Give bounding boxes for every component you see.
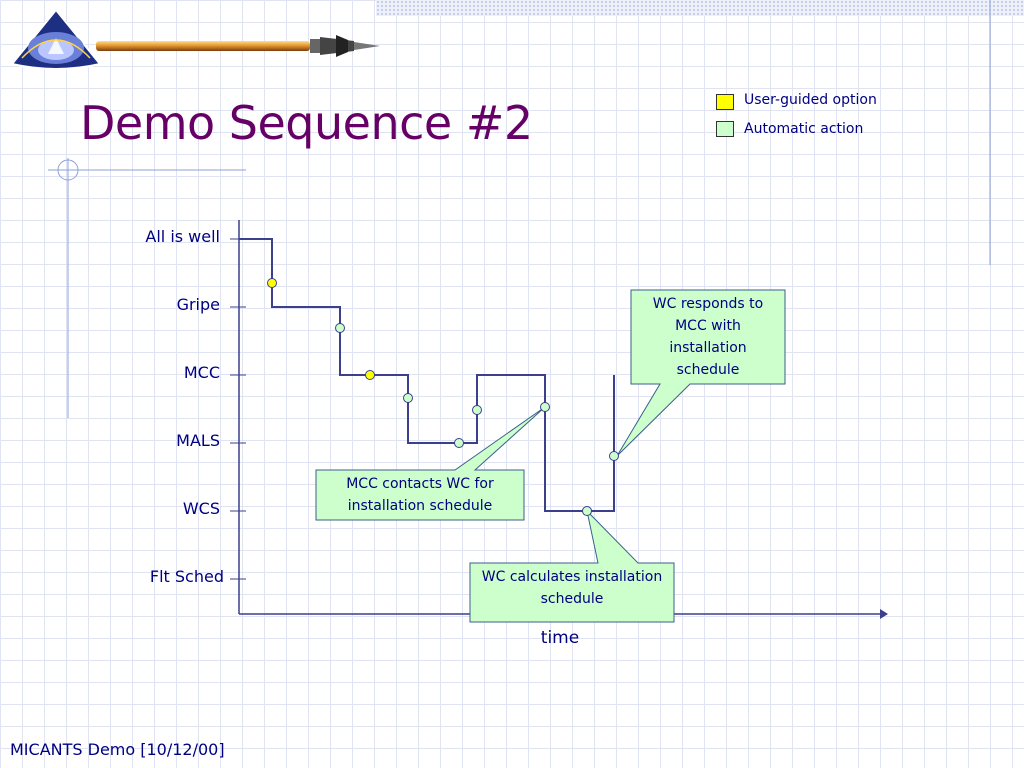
y-label-mcc: MCC — [183, 363, 220, 382]
event-marker-automatic — [454, 438, 464, 448]
event-marker-automatic — [582, 506, 592, 516]
legend-swatch-user-guided — [716, 94, 734, 110]
logo-emblem — [10, 8, 102, 70]
top-decorative-band — [376, 0, 1024, 16]
sequence-path — [239, 238, 615, 512]
y-label-flt-sched: Flt Sched — [149, 567, 224, 586]
event-marker-automatic — [335, 323, 345, 333]
page-title: Demo Sequence #2 — [80, 96, 533, 150]
callout-wc-calculates-text: WC calculates installation schedule — [481, 569, 663, 607]
event-marker-user-guided — [365, 370, 375, 380]
legend-label-automatic: Automatic action — [744, 121, 864, 137]
legend-label-user-guided: User-guided option — [744, 92, 877, 108]
callout-wc-responds-box — [616, 289, 786, 457]
level-ticks — [230, 238, 246, 580]
callout-wc-calculates-box — [469, 509, 675, 623]
legend-swatch-automatic — [716, 121, 734, 137]
y-label-gripe: Gripe — [176, 295, 220, 314]
event-marker-automatic — [472, 405, 482, 415]
x-axis-label: time — [540, 628, 580, 648]
callout-wc-responds-text: WC responds to MCC with installation sch… — [652, 296, 764, 378]
y-label-all-is-well: All is well — [145, 227, 220, 246]
event-marker-user-guided — [267, 278, 277, 288]
y-label-wcs: WCS — [182, 499, 220, 518]
slide-footer: MICANTS Demo [10/12/00] — [10, 740, 225, 759]
event-marker-automatic — [540, 402, 550, 412]
callout-mcc-contacts-text: MCC contacts WC for installation schedul… — [346, 476, 494, 514]
event-marker-automatic — [609, 451, 619, 461]
event-marker-automatic — [403, 393, 413, 403]
callout-mcc-contacts-box — [315, 406, 546, 521]
pen-icon — [96, 35, 380, 57]
y-label-mals: MALS — [176, 431, 220, 450]
